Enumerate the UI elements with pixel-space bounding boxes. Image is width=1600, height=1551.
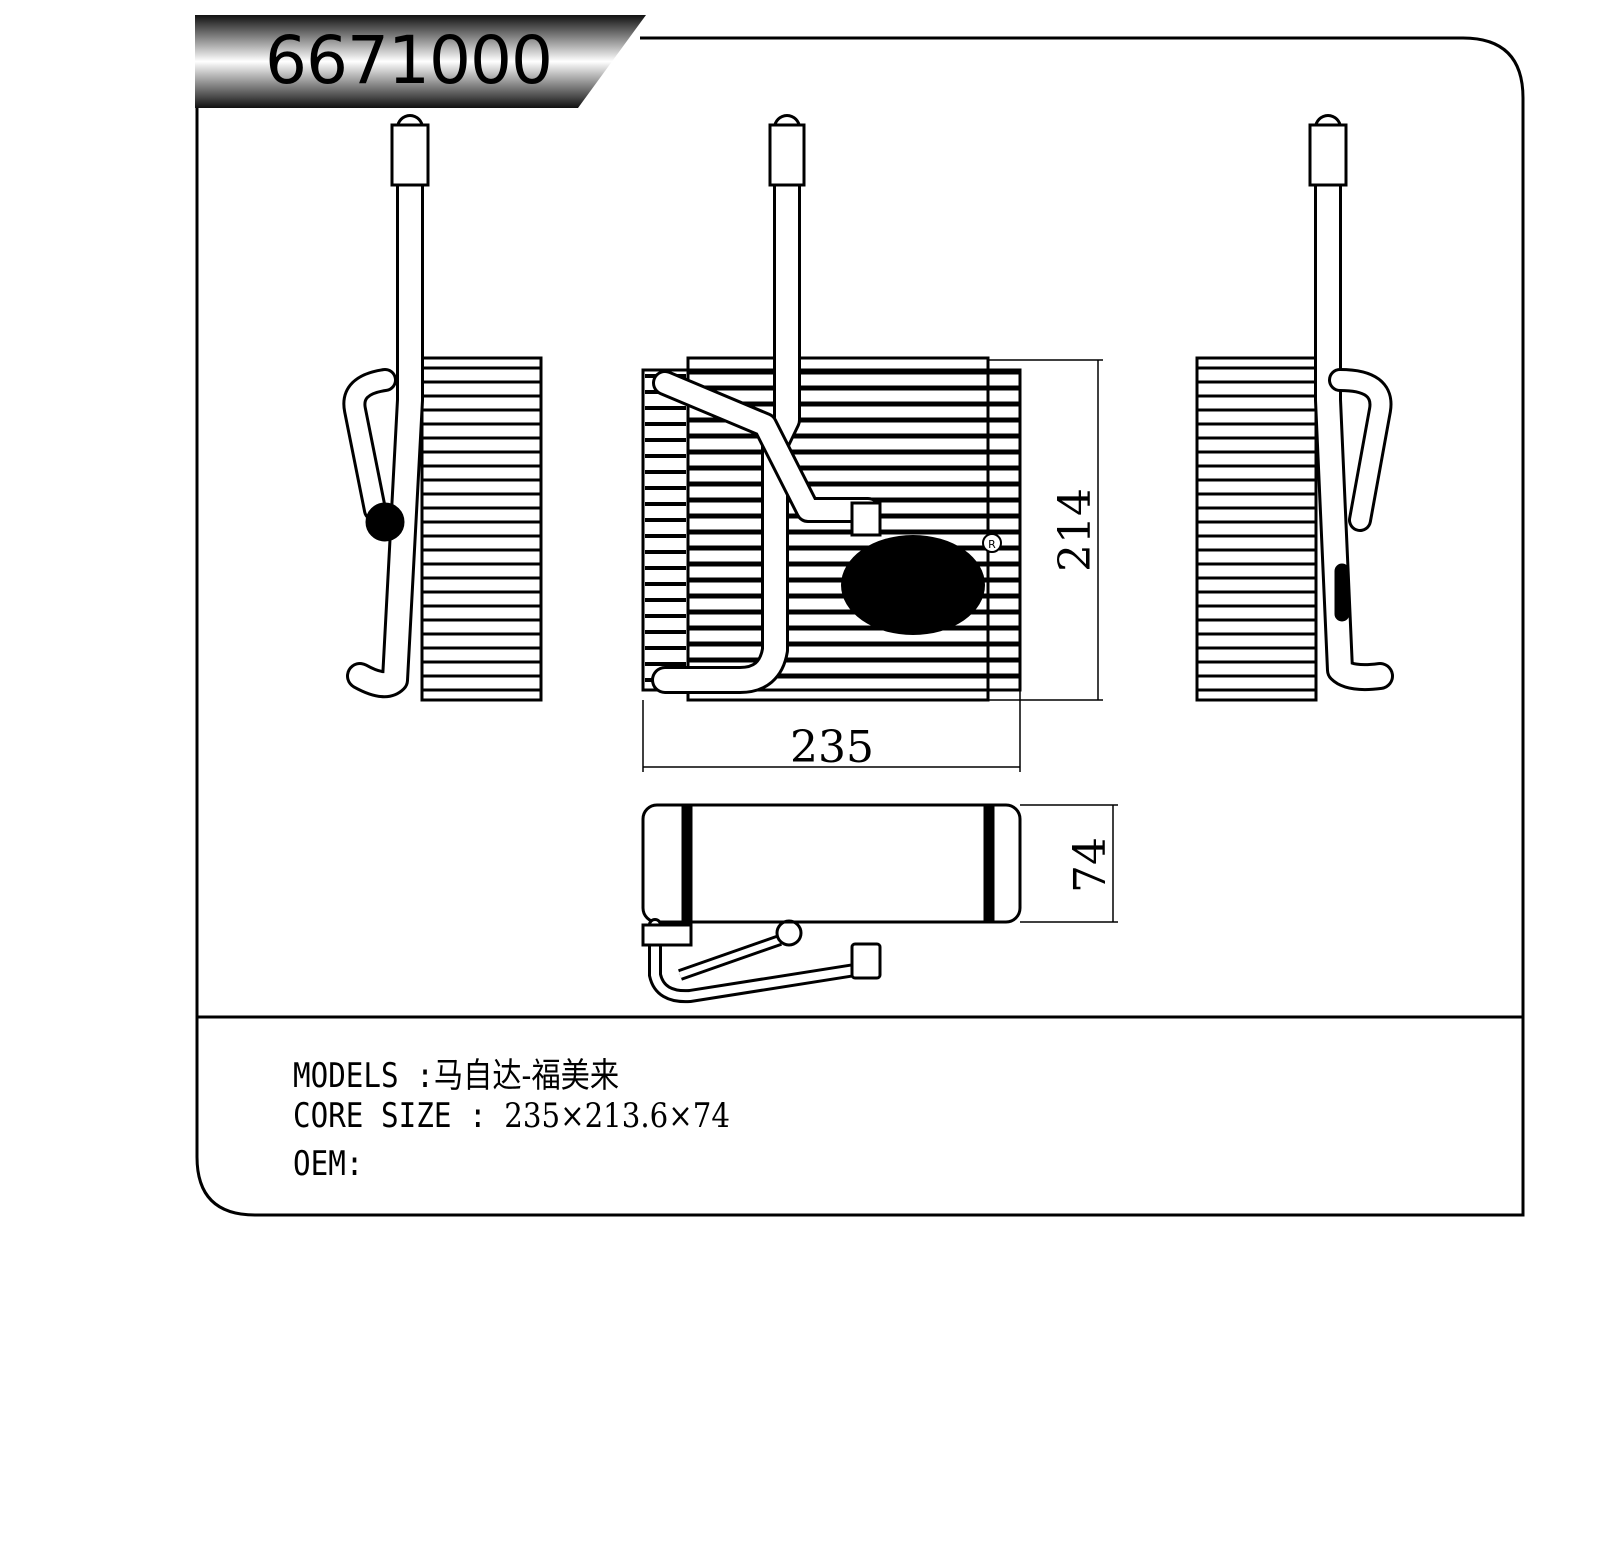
pipe-ring <box>775 919 803 947</box>
core <box>1195 356 1318 702</box>
bracket <box>1334 563 1350 622</box>
width-dimension: 235 <box>790 722 874 773</box>
registered-mark: R <box>988 538 996 551</box>
height-dimension: 214 <box>1050 488 1101 572</box>
pipe-inner <box>345 371 394 519</box>
pipe-inner <box>1317 117 1391 689</box>
pipe-fitting <box>768 123 806 187</box>
pipe-inner <box>679 937 781 978</box>
brand-logo: R <box>841 533 1002 635</box>
left-side-view <box>342 114 543 702</box>
registered-mark-circle <box>982 533 1002 553</box>
core-body <box>641 803 1022 924</box>
core-size-label: CORE SIZE : <box>293 1096 487 1136</box>
front-view <box>641 114 1022 702</box>
header-banner <box>195 15 646 108</box>
pipe-fitting <box>1308 123 1348 187</box>
bottom-view <box>641 803 1022 1004</box>
core <box>686 356 990 702</box>
frame-border <box>195 36 1525 1217</box>
oem-row: OEM: <box>293 1144 363 1184</box>
pipe-fitting <box>390 123 430 187</box>
pipe-fitting <box>850 501 882 537</box>
pipe-fitting <box>850 942 882 980</box>
pipe-inner <box>1331 371 1390 529</box>
core-size-row: CORE SIZE : 235×213.6×74 <box>293 1096 730 1136</box>
pipe-inner <box>654 117 798 691</box>
pipe-inner <box>651 921 859 1001</box>
core <box>420 356 543 702</box>
right-side-view <box>1195 114 1394 702</box>
tank-bracket <box>641 923 693 947</box>
part-number: 6671000 <box>265 22 553 99</box>
nut <box>365 502 405 542</box>
models-value: 马自达-福美来 <box>433 1056 620 1096</box>
tank-band <box>983 803 995 924</box>
models-label: MODELS : <box>293 1056 434 1096</box>
models-row: MODELS :马自达-福美来 <box>293 1048 619 1097</box>
tank-band <box>681 803 693 924</box>
core-size-value: 235×213.6×74 <box>504 1096 731 1136</box>
depth-dimension: 74 <box>1065 837 1116 893</box>
pipe-inner <box>349 117 421 696</box>
oem-label: OEM: <box>293 1144 364 1184</box>
pipe-inner <box>655 373 878 520</box>
dimension-lines <box>642 359 1118 923</box>
logo-mark <box>841 535 985 635</box>
